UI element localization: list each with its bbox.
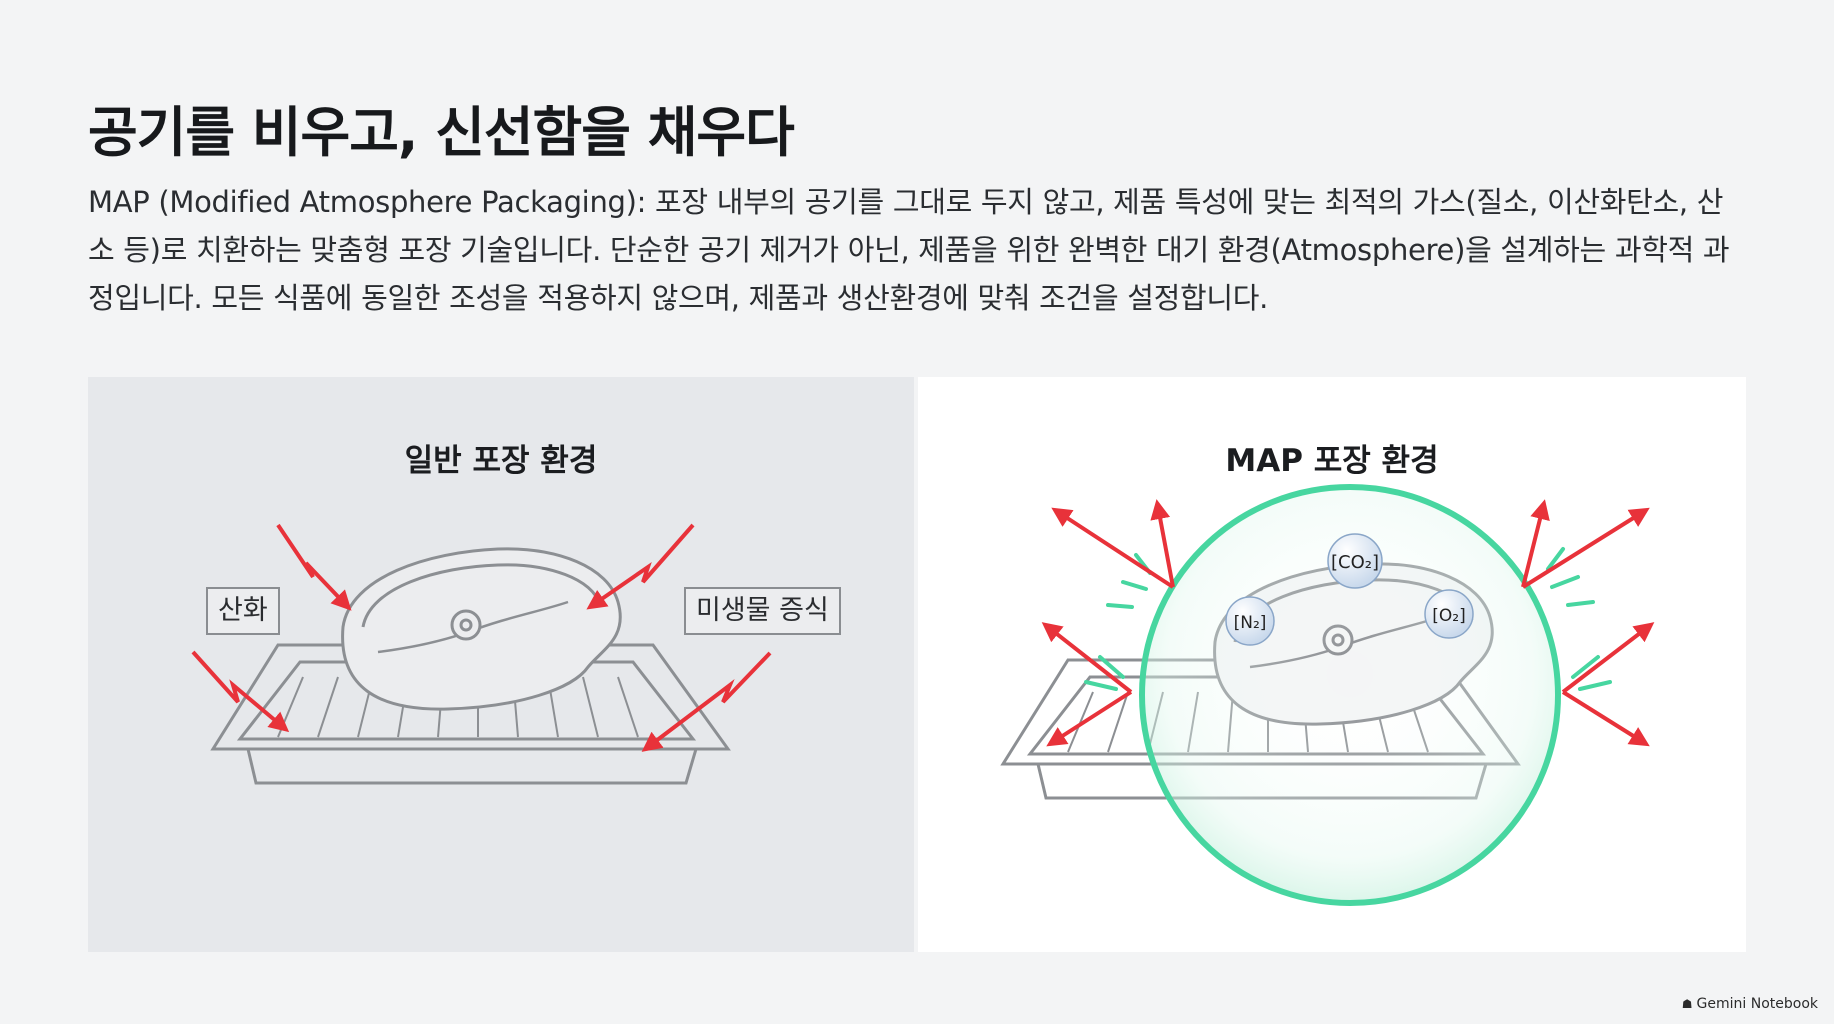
conventional-illustration — [191, 523, 772, 785]
label-microbial-growth: 미생물 증식 — [684, 587, 841, 635]
gemini-icon: ☗ — [1681, 997, 1693, 1011]
watermark: ☗ Gemini Notebook — [1682, 996, 1818, 1012]
watermark-text: Gemini Notebook — [1696, 996, 1818, 1012]
panel-map-packaging: [CO₂] [N₂] [O₂] MAP 포장 환경 — [918, 377, 1746, 952]
panel-conventional-packaging: 일반 포장 환경 산화 미생물 증식 — [88, 377, 914, 952]
gas-label-o2: [O₂] — [1432, 606, 1465, 626]
steak-icon — [341, 547, 622, 711]
panel-title-map: MAP 포장 환경 — [1225, 443, 1439, 479]
page-title: 공기를 비우고, 신선함을 채우다 — [88, 101, 795, 164]
map-illustration: [CO₂] [N₂] [O₂] — [1000, 484, 1655, 906]
gas-bubbles — [1225, 533, 1474, 646]
gas-label-n2: [N₂] — [1234, 613, 1267, 633]
page-description: MAP (Modified Atmosphere Packaging): 포장 … — [88, 185, 1730, 315]
gas-label-co2: [CO₂] — [1331, 552, 1379, 573]
label-oxidation: 산화 — [206, 587, 280, 635]
panel-title-conventional: 일반 포장 환경 — [404, 443, 598, 479]
